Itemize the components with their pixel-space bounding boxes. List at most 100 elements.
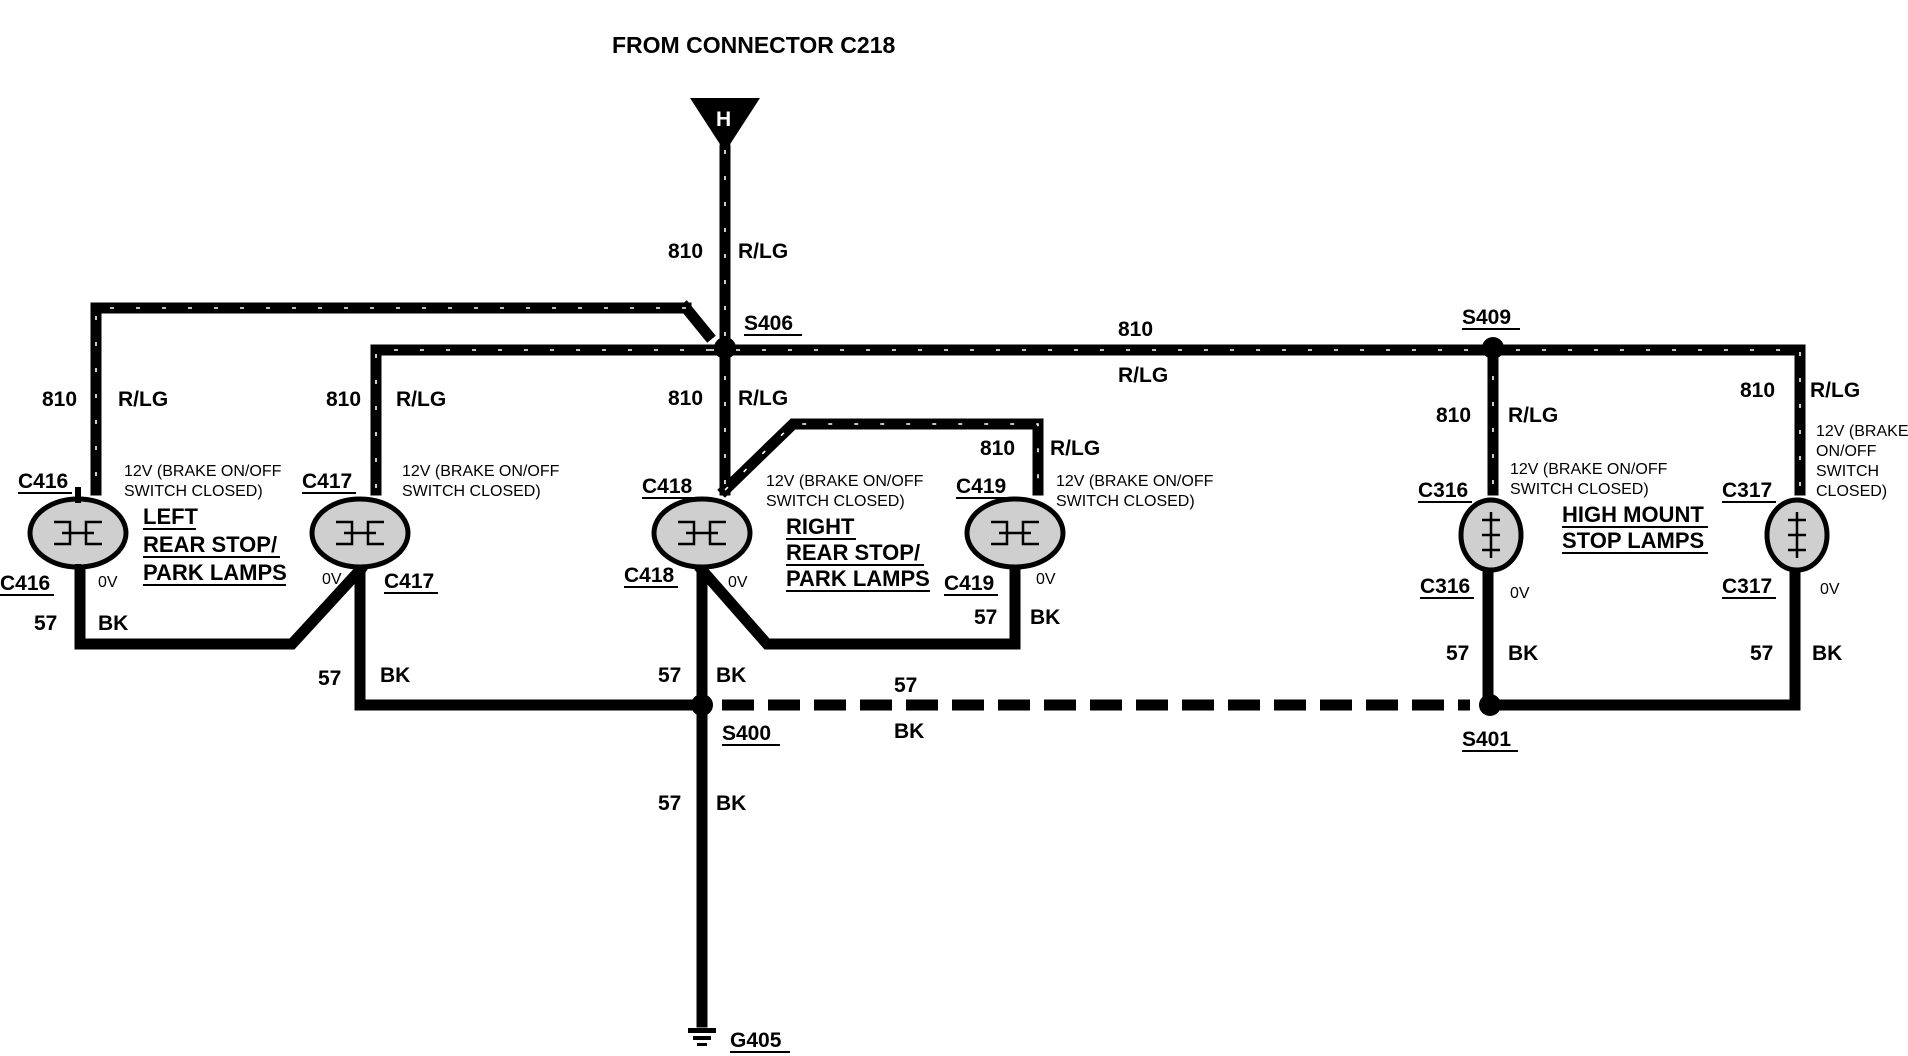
lamp-c418 [651, 496, 753, 570]
connector-c316-bottom: C316 [1420, 575, 1470, 598]
svg-text:CLOSED): CLOSED) [1816, 483, 1887, 500]
wire-c317-ground [1482, 564, 1801, 711]
ground-wires [74, 562, 1801, 1028]
connector-c419-top: C419 [956, 475, 1006, 498]
voltage-on-c416: 12V (BRAKE ON/OFF SWITCH CLOSED) [124, 463, 282, 500]
svg-text:SWITCH CLOSED): SWITCH CLOSED) [1056, 493, 1195, 510]
svg-text:HIGH MOUNT: HIGH MOUNT [1562, 502, 1704, 527]
svg-text:PARK LAMPS: PARK LAMPS [786, 566, 930, 591]
connector-c416-top: C416 [18, 470, 68, 493]
connector-c418-bottom: C418 [624, 564, 675, 587]
connector-c317-top: C317 [1722, 479, 1772, 502]
wire-c416-bend [678, 300, 716, 343]
svg-text:SWITCH: SWITCH [1816, 463, 1879, 480]
svg-text:SWITCH CLOSED): SWITCH CLOSED) [1510, 481, 1649, 498]
ground-g405-label: G405 [730, 1029, 782, 1052]
wire-color-label: R/LG [738, 387, 788, 410]
wire-circuit-label: 810 [42, 388, 77, 411]
svg-text:RIGHT: RIGHT [786, 514, 855, 539]
ground-symbol-icon [688, 1028, 716, 1046]
voltage-on-c419: 12V (BRAKE ON/OFF SWITCH CLOSED) [1056, 473, 1214, 510]
wire-color-label: BK [98, 612, 128, 635]
wire-color-label: R/LG [738, 240, 788, 263]
wire-circuit-label: 810 [980, 437, 1015, 460]
svg-text:REAR STOP/: REAR STOP/ [143, 532, 277, 557]
svg-text:12V (BRAKE ON/OFF: 12V (BRAKE ON/OFF [124, 463, 282, 480]
lamp-c419 [964, 496, 1066, 570]
voltage-on-c317: 12V (BRAKE ON/OFF SWITCH CLOSED) [1816, 423, 1908, 500]
wire-circuit-label: 57 [974, 606, 997, 629]
svg-text:PARK LAMPS: PARK LAMPS [143, 560, 287, 585]
svg-text:SWITCH CLOSED): SWITCH CLOSED) [766, 493, 905, 510]
wire-color-label: BK [716, 664, 746, 687]
splice-s409-label: S409 [1462, 306, 1511, 329]
connector-h-letter: H [716, 108, 731, 131]
splice-s401 [1479, 694, 1501, 716]
wire-color-label: BK [1812, 642, 1842, 665]
svg-text:12V (BRAKE ON/OFF: 12V (BRAKE ON/OFF [766, 473, 924, 490]
voltage-off-c419: 0V [1036, 571, 1056, 588]
wire-color-label: R/LG [396, 388, 446, 411]
wire-circuit-label: 57 [34, 612, 57, 635]
wire-main-bus [704, 344, 1806, 496]
connector-c418-top: C418 [642, 475, 693, 498]
splice-s406-label: S406 [744, 312, 793, 335]
splice-s400-label: S400 [722, 722, 771, 745]
power-wires [90, 144, 1806, 498]
svg-text:SWITCH CLOSED): SWITCH CLOSED) [402, 483, 541, 500]
svg-text:REAR STOP/: REAR STOP/ [786, 540, 920, 565]
wire-circuit-label: 57 [318, 667, 341, 690]
connector-c316-top: C316 [1418, 479, 1468, 502]
title-high-mount-stop-lamps: HIGH MOUNT STOP LAMPS [1562, 502, 1708, 554]
lamp-c416 [27, 487, 129, 580]
wire-circuit-label: 810 [1118, 318, 1153, 341]
wire-circuit-label: 57 [1750, 642, 1773, 665]
wire-c416-ground [74, 562, 368, 650]
voltage-off-c416: 0V [98, 574, 118, 591]
svg-text:SWITCH CLOSED): SWITCH CLOSED) [124, 483, 263, 500]
svg-text:12V (BRAKE ON/OFF: 12V (BRAKE ON/OFF [1510, 461, 1668, 478]
voltage-on-c418: 12V (BRAKE ON/OFF SWITCH CLOSED) [766, 473, 924, 510]
svg-text:12V (BRAKE: 12V (BRAKE [1816, 423, 1908, 440]
svg-text:12V (BRAKE ON/OFF: 12V (BRAKE ON/OFF [402, 463, 560, 480]
svg-text:12V (BRAKE ON/OFF: 12V (BRAKE ON/OFF [1056, 473, 1214, 490]
lamp-c417 [309, 496, 411, 570]
wire-circuit-label: 810 [1740, 379, 1775, 402]
wire-circuit-label: 57 [658, 792, 681, 815]
wire-circuit-label: 57 [894, 674, 917, 697]
splice-s409 [1482, 337, 1504, 359]
wire-color-label: R/LG [118, 388, 168, 411]
wire-c417-ground [354, 564, 706, 711]
wire-circuit-label: 810 [668, 387, 703, 410]
wire-c419-ground [694, 562, 1021, 650]
wire-circuit-label: 810 [326, 388, 361, 411]
wire-color-label: R/LG [1508, 404, 1558, 427]
svg-text:STOP LAMPS: STOP LAMPS [1562, 528, 1704, 553]
wire-color-label: R/LG [1118, 364, 1168, 387]
wire-color-label: BK [380, 664, 410, 687]
wire-circuit-label: 57 [658, 664, 681, 687]
wire-color-label: BK [1030, 606, 1060, 629]
svg-text:LEFT: LEFT [143, 504, 199, 529]
wire-color-label: R/LG [1810, 379, 1860, 402]
connector-c417-bottom: C417 [384, 570, 434, 593]
wire-circuit-label: 57 [1446, 642, 1469, 665]
voltage-off-c417: 0V [322, 571, 342, 588]
source-connector-title: FROM CONNECTOR C218 [612, 32, 895, 58]
voltage-on-c316: 12V (BRAKE ON/OFF SWITCH CLOSED) [1510, 461, 1668, 498]
splice-s406 [714, 337, 736, 359]
voltage-off-c418: 0V [728, 574, 748, 591]
title-left-rear-stop-park-lamps: LEFT REAR STOP/ PARK LAMPS [143, 504, 287, 586]
wire-c416-feed [90, 302, 692, 496]
voltage-off-c316: 0V [1510, 585, 1530, 602]
lamp-c316 [1458, 497, 1524, 573]
power-wire-hatching [95, 150, 1801, 491]
wire-color-label: R/LG [1050, 437, 1100, 460]
connector-c317-bottom: C317 [1722, 575, 1772, 598]
wire-color-label: BK [894, 720, 924, 743]
voltage-on-c417: 12V (BRAKE ON/OFF SWITCH CLOSED) [402, 463, 560, 500]
splice-s401-label: S401 [1462, 728, 1511, 751]
wire-circuit-label: 810 [1436, 404, 1471, 427]
wire-color-label: BK [716, 792, 746, 815]
